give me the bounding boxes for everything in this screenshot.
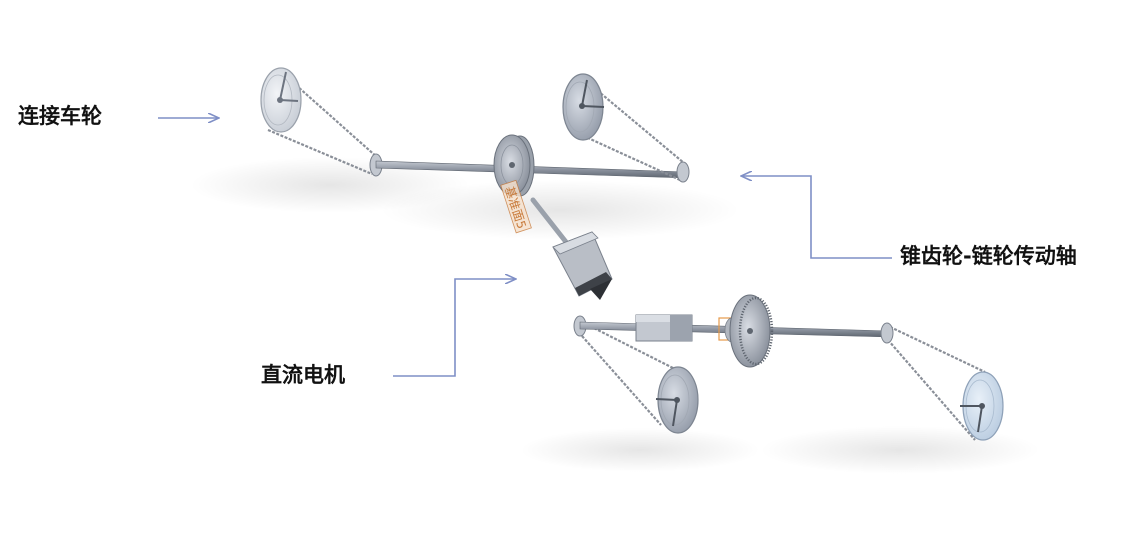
label-bevel-sprocket-shaft: 锥齿轮-链轮传动轴 [900, 244, 1077, 268]
upper-left-chain [267, 69, 379, 176]
label-connect-wheels: 连接车轮 [18, 104, 102, 128]
upper-left-wheel [260, 67, 302, 133]
lower-right-wheel [960, 371, 1004, 441]
lower-axle-assembly [573, 294, 1004, 441]
lower-coupling-block [635, 314, 693, 342]
lower-bevel-gear [718, 294, 774, 368]
arrow-motor [393, 279, 515, 377]
lower-right-chain [885, 324, 986, 441]
label-dc-motor: 直流电机 [261, 363, 345, 387]
arrow-shaft [742, 176, 892, 259]
motor-drive-shaft [530, 197, 569, 245]
upper-axle-assembly [260, 67, 690, 197]
callout-arrows [158, 118, 892, 377]
lower-left-wheel [655, 366, 699, 434]
dc-motor [552, 231, 613, 300]
lower-left-chain [577, 319, 674, 426]
upper-right-wheel [562, 73, 605, 141]
floor-shadows [190, 157, 1040, 474]
